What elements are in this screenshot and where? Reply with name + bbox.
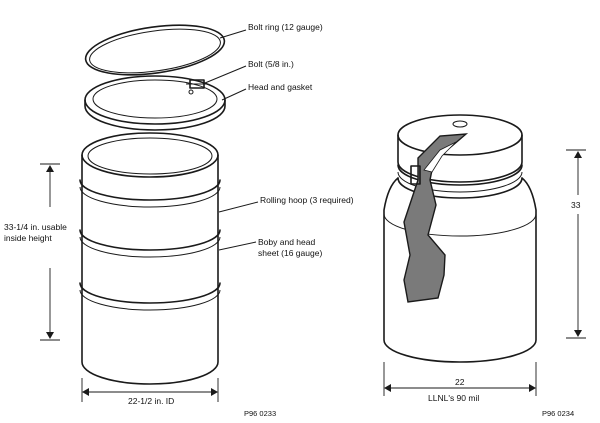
usable-height-label-line2: inside height — [4, 233, 52, 243]
width-dimension — [81, 378, 219, 402]
wall-thickness-label: LLNL's 90 mil — [428, 393, 480, 403]
wall-cutaway — [403, 133, 469, 303]
rolling-hoop-label: Rolling hoop (3 required) — [260, 195, 354, 205]
right-figure-id: P96 0234 — [542, 409, 575, 418]
bolt-label: Bolt (5/8 in.) — [248, 59, 294, 69]
left-figure-id: P96 0233 — [244, 409, 277, 418]
assembled-drum — [383, 114, 537, 363]
body-head-label-line2: sheet (16 gauge) — [258, 248, 323, 258]
bolt-ring — [84, 24, 226, 76]
inside-diameter-label: 22-1/2 in. ID — [128, 396, 175, 406]
right-width-dimension — [383, 362, 537, 396]
right-height-dimension — [566, 149, 586, 339]
head-gasket-label: Head and gasket — [248, 82, 313, 92]
head-and-gasket — [84, 75, 226, 131]
drum-body — [79, 132, 221, 385]
clamp-bolt — [410, 165, 421, 185]
bolt-ring-label: Bolt ring (12 gauge) — [248, 22, 323, 32]
height-dimension — [40, 163, 60, 341]
right-width-label: 22 — [455, 377, 465, 387]
body-head-label-line1: Boby and head — [258, 237, 316, 247]
right-height-label: 33 — [571, 200, 581, 210]
leader-lines — [204, 29, 259, 251]
usable-height-label-line1: 33-1/4 in. usable — [4, 222, 67, 232]
